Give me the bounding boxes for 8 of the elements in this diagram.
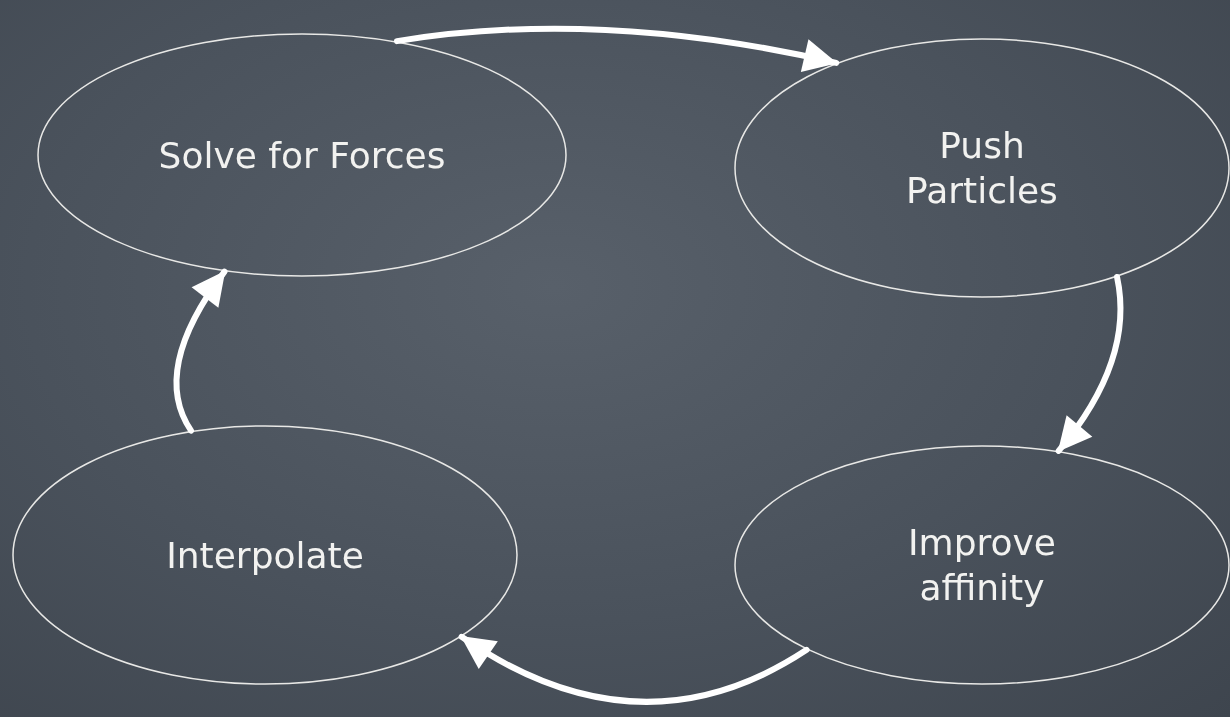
node-label: Solve for Forces: [158, 133, 446, 178]
node-label: Interpolate: [166, 533, 364, 578]
arrow: [1055, 274, 1124, 454]
arrow: [393, 25, 840, 73]
arrow: [173, 268, 228, 434]
node-label: Push Particles: [905, 124, 1059, 213]
node-label: Improve affinity: [907, 521, 1057, 610]
arrow: [458, 633, 810, 705]
